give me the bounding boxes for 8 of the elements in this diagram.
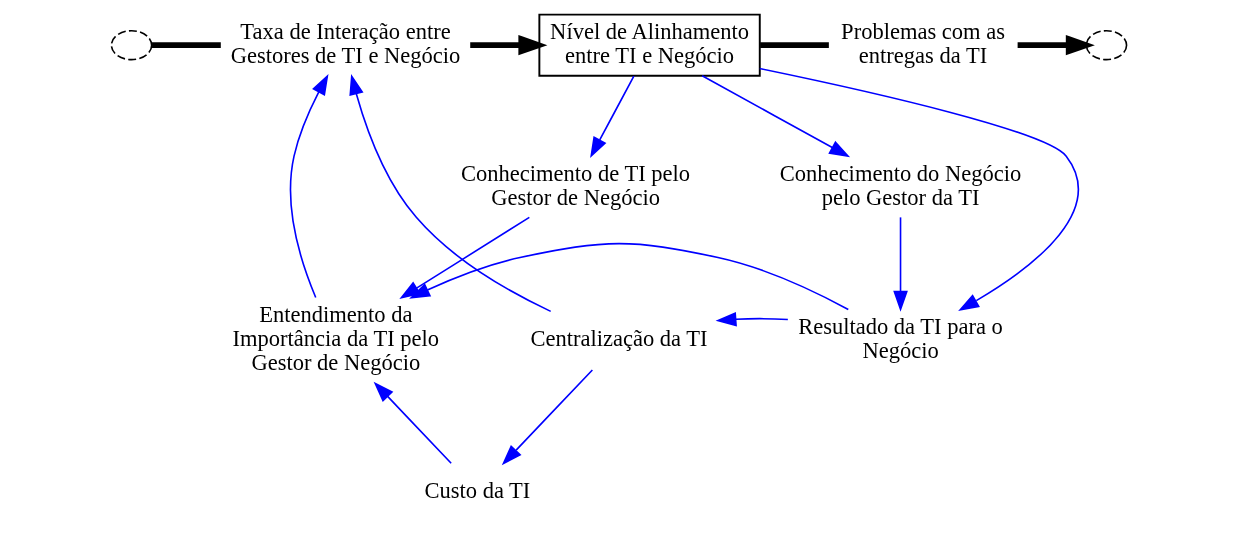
node-text: Taxa de Interação entre Gestores de TI e Negócio	[230, 19, 461, 69]
node-text: Conhecimento do Negócio pelo Gestor da TI	[779, 160, 1022, 210]
node-text: Conhecimento de TI pelo Gestor de Negócio	[461, 160, 691, 210]
node-text: Entendimento da Importância da TI pelo Gestor de Negócio	[232, 302, 440, 376]
node-text: Centralização da TI	[530, 326, 708, 352]
node-text: Resultado da TI para o Negócio	[798, 314, 1003, 364]
node-text: Custo da TI	[424, 478, 531, 504]
node-text: Problemas com as entregas da TI	[841, 19, 1005, 69]
